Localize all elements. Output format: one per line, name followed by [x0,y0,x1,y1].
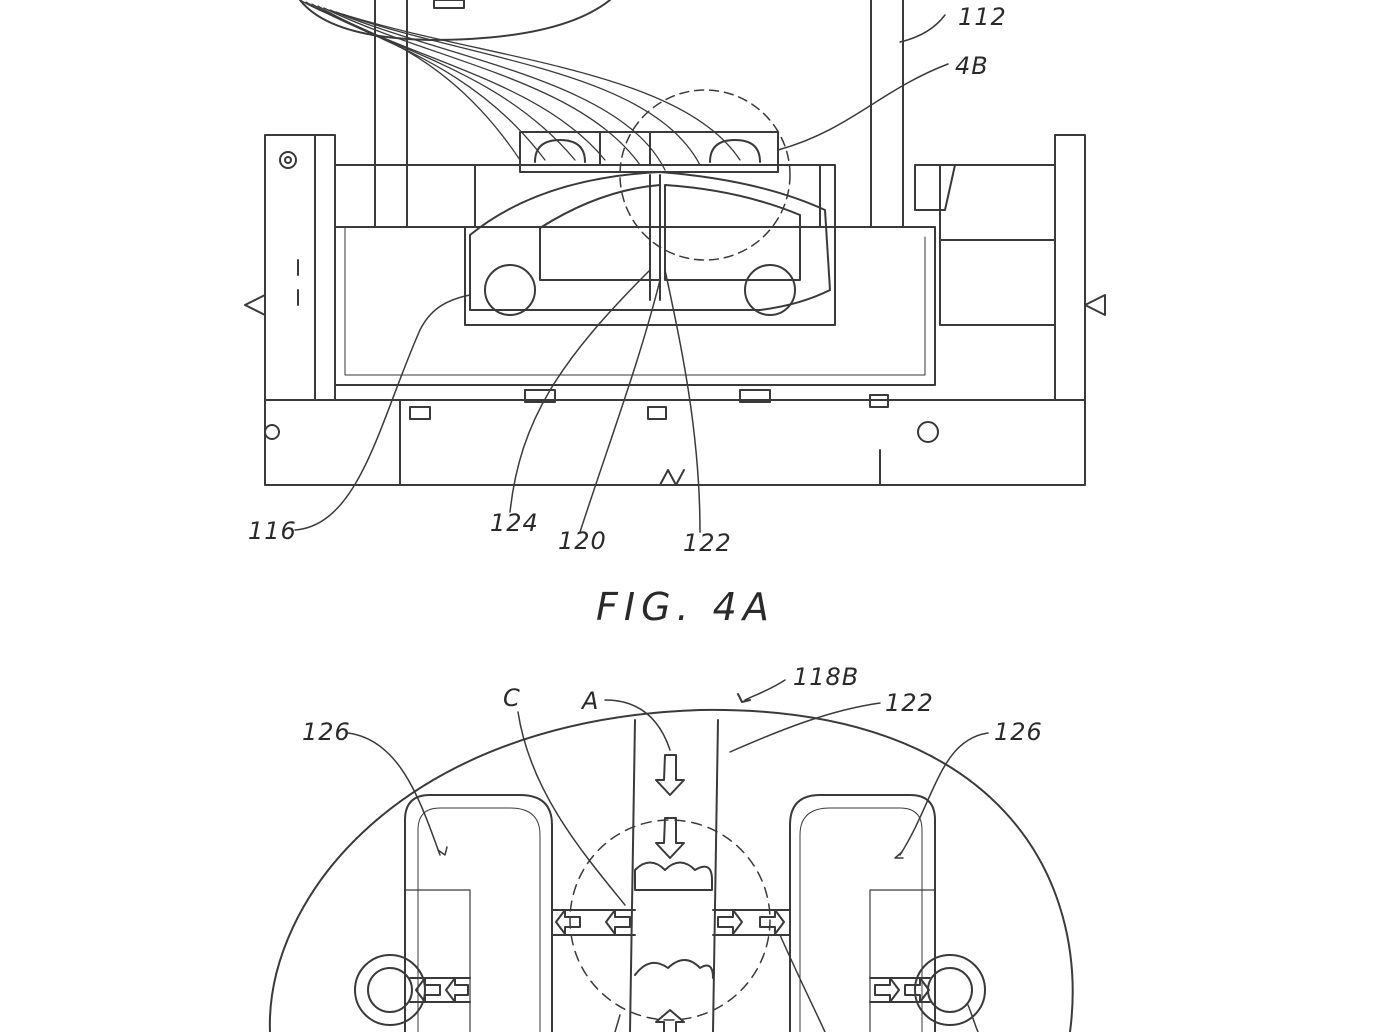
ref-label-112: 112 [958,3,1007,31]
ref-label-a: A [582,687,600,715]
ref-label-118b: 118B [793,663,860,691]
ref-label-126-left: 126 [302,718,351,746]
ref-label-122-detail: 122 [885,689,934,717]
ref-label-116: 116 [248,517,297,545]
ref-label-120: 120 [558,527,607,555]
ref-label-c: C [503,684,521,712]
ref-label-4b: 4B [955,52,989,80]
ref-label-126-right: 126 [994,718,1043,746]
ref-label-122: 122 [683,529,732,557]
ref-label-124: 124 [490,509,539,537]
figure-caption: FIG. 4A [596,585,775,629]
